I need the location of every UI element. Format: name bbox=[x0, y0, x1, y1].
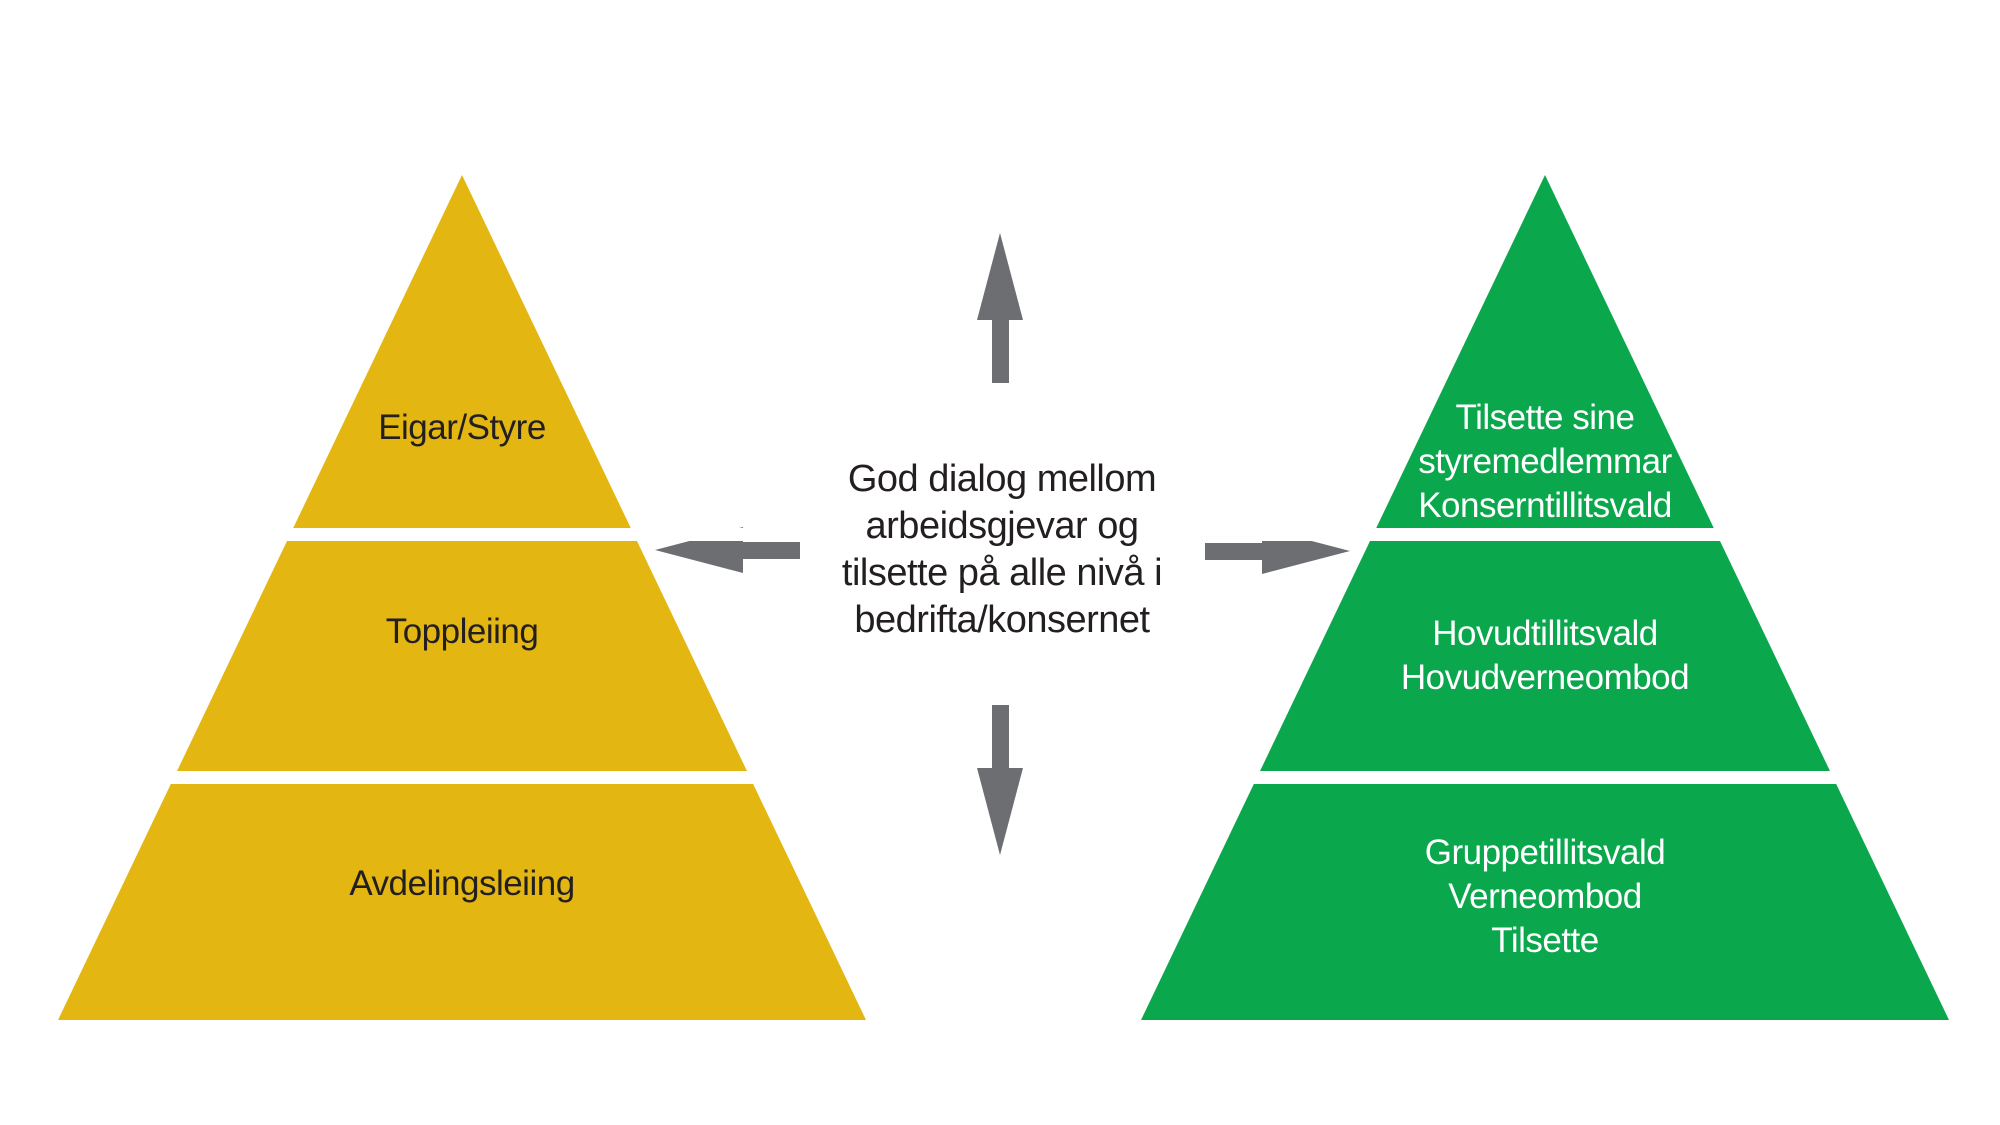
down-arrow-stem bbox=[991, 705, 1009, 768]
employer-tier-divider-2 bbox=[58, 771, 866, 784]
employee-tier-3-label: Gruppetillitsvald Verneombod Tilsette bbox=[1424, 833, 1666, 960]
right-arrow-stem bbox=[1205, 542, 1262, 560]
employee-tier-1-label: Tilsette sine styremedlemmar Konserntill… bbox=[1418, 398, 1672, 525]
up-arrow-stem bbox=[991, 320, 1009, 383]
down-arrow-head bbox=[977, 768, 1023, 855]
employer-tier-1-label: Eigar/Styre bbox=[378, 408, 546, 447]
center-dialog-text: God dialog mellom arbeidsgjevar og tilse… bbox=[841, 458, 1163, 641]
employer-tier-2-label: Toppleiing bbox=[385, 612, 539, 651]
employee-tier-2-label: Hovudtillitsvald Hovudverneombod bbox=[1400, 614, 1690, 697]
left-arrow-stem bbox=[743, 541, 800, 559]
employee-tier-divider-2 bbox=[1141, 771, 1949, 784]
up-arrow-head bbox=[977, 233, 1023, 320]
employer-tier-3-label: Avdelingsleiing bbox=[349, 864, 575, 903]
up-arrow-icon bbox=[977, 233, 1023, 383]
down-arrow-icon bbox=[977, 705, 1023, 855]
employer-tier-divider-1 bbox=[58, 528, 866, 541]
employee-tier-divider-1 bbox=[1141, 528, 1949, 541]
